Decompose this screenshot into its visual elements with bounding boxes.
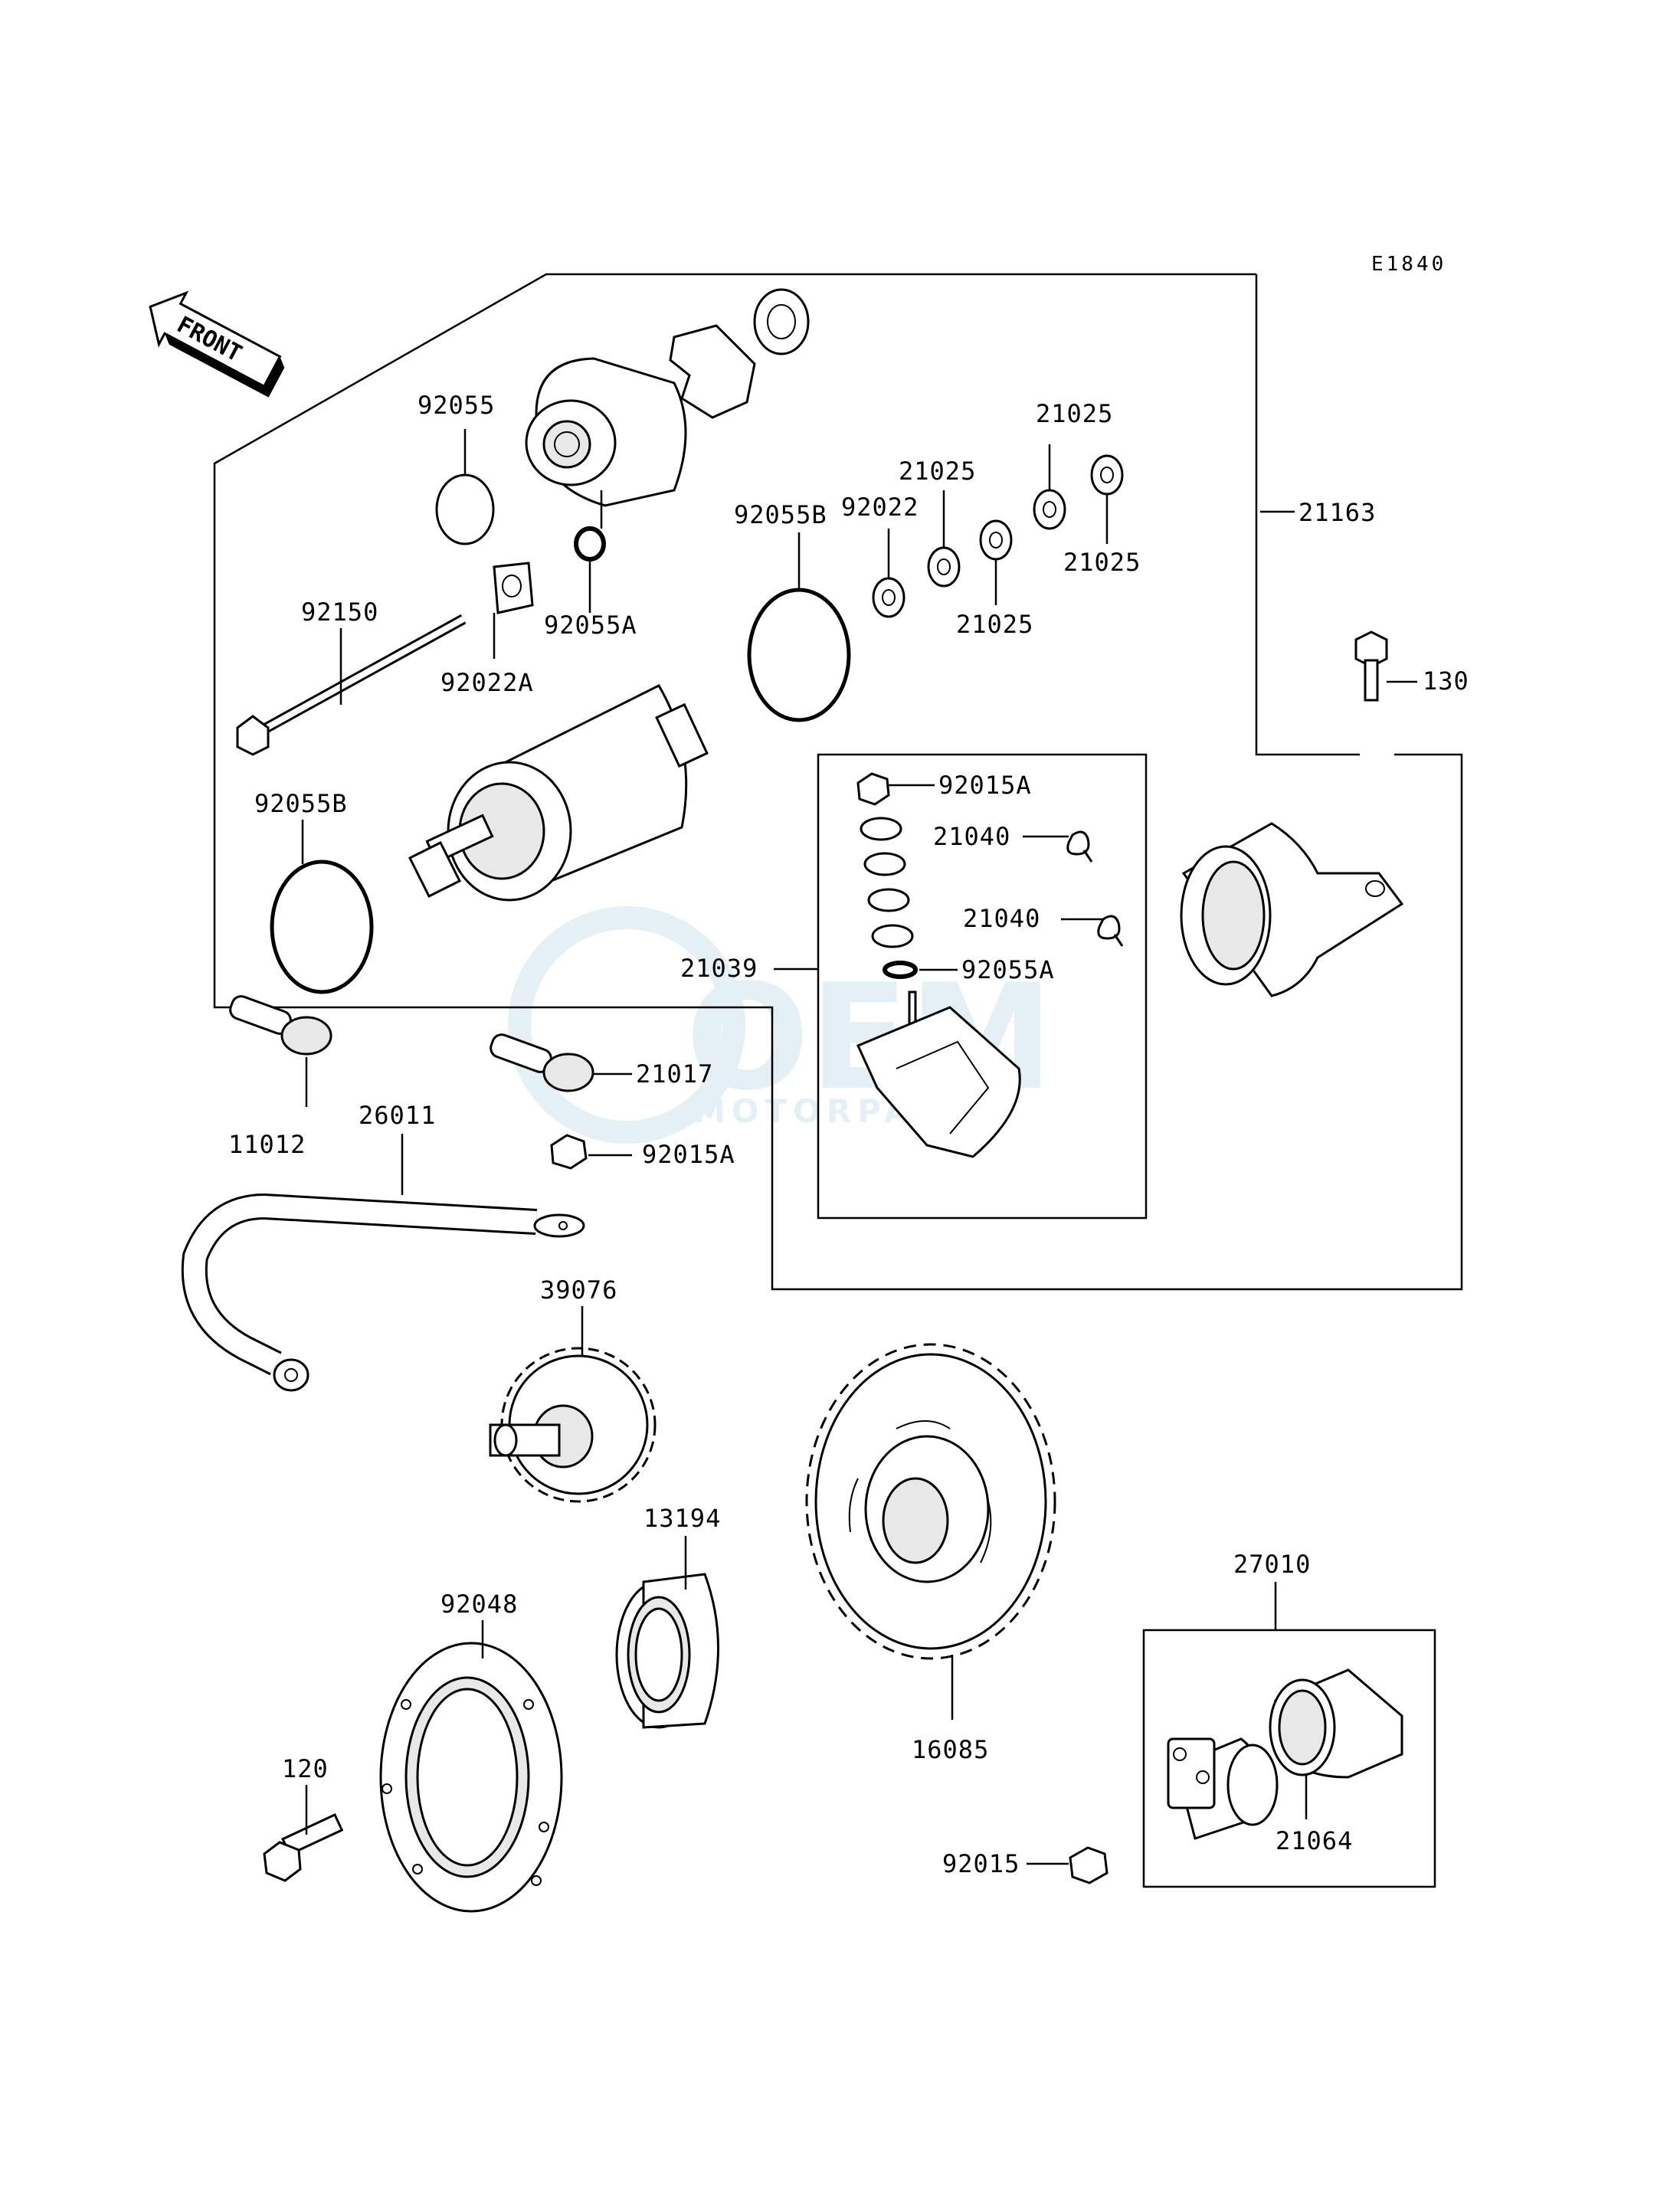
callout-26011: 26011	[359, 1101, 436, 1130]
callout-120: 120	[282, 1754, 329, 1783]
insulator-washer-2	[863, 852, 906, 876]
callout-21163: 21163	[1298, 498, 1376, 527]
shim-92022A	[493, 562, 534, 614]
nut-92015A-low	[550, 1134, 588, 1170]
starter-motor-body	[408, 684, 709, 902]
bolt-120	[263, 1813, 344, 1882]
nut-92015A-top	[856, 772, 890, 806]
terminal-cover-21017	[490, 1033, 594, 1092]
insulator-washer-4	[871, 924, 914, 948]
insulator-washer-1	[860, 817, 902, 841]
starter-motor-frame	[213, 273, 1463, 1291]
callout-21025-a: 21025	[899, 457, 976, 486]
washer-top-hole	[767, 304, 796, 339]
diagram-code: E1840	[1371, 253, 1446, 276]
relay-cover-21064	[1269, 1668, 1403, 1779]
one-way-clutch	[615, 1573, 719, 1729]
callout-21040-a: 21040	[933, 822, 1010, 851]
insulator-washer-3	[867, 888, 910, 912]
callout-13194: 13194	[644, 1504, 721, 1533]
shim-92022	[872, 577, 905, 618]
callout-92048: 92048	[440, 1590, 518, 1619]
starter-clutch-gear	[805, 1343, 1056, 1660]
callout-92055B-left: 92055B	[254, 789, 348, 818]
nut-92015	[1069, 1846, 1109, 1884]
watermark-globe-icon	[508, 906, 745, 1144]
callout-92015A-top: 92015A	[938, 771, 1032, 800]
starter-end-cover	[525, 357, 687, 507]
callout-21064: 21064	[1276, 1826, 1353, 1855]
washer-21025-3	[1033, 489, 1066, 530]
clutch-plate	[379, 1642, 563, 1913]
terminal-cover-11012	[229, 995, 332, 1056]
brush-plate	[856, 990, 1021, 1158]
callout-16085: 16085	[912, 1735, 989, 1764]
o-ring-92055	[435, 473, 495, 545]
callout-21025-c: 21025	[956, 610, 1033, 639]
lock-washer	[669, 324, 756, 419]
starter-frame-right-edge	[1255, 274, 1360, 756]
callout-11012: 11012	[228, 1130, 306, 1159]
o-ring-92055B-mid	[747, 588, 851, 722]
starter-relay	[1167, 1737, 1279, 1840]
callout-92055A-mid: 92055A	[961, 955, 1055, 984]
o-ring-92055A	[574, 526, 606, 562]
callout-92015: 92015	[942, 1849, 1020, 1878]
callout-92055: 92055	[418, 391, 495, 420]
relay-frame	[1142, 1629, 1436, 1888]
long-bolt-92150	[236, 614, 467, 756]
starter-cable	[181, 1193, 585, 1392]
callout-21017: 21017	[636, 1059, 713, 1089]
callout-92022: 92022	[841, 493, 919, 522]
callout-130: 130	[1423, 666, 1469, 696]
washer-top	[753, 288, 810, 355]
idler-gear	[489, 1347, 657, 1503]
front-arrow-icon: FRONT	[149, 290, 285, 398]
callout-39076: 39076	[540, 1275, 617, 1305]
washer-21025-4	[1090, 454, 1124, 496]
spring-21040-a	[1066, 830, 1093, 863]
callout-92055A-top: 92055A	[544, 611, 637, 640]
leader-lines	[301, 429, 1417, 1865]
o-ring-92055B-left	[270, 859, 374, 994]
callout-27010: 27010	[1233, 1550, 1311, 1579]
callout-21025-d: 21025	[1063, 548, 1141, 577]
washer-21025-2	[979, 519, 1013, 561]
callout-21025-b: 21025	[1036, 399, 1113, 428]
callout-92015A-low: 92015A	[642, 1140, 735, 1169]
callout-92150: 92150	[301, 598, 378, 627]
o-ring-92055A-mid	[883, 961, 918, 979]
front-housing	[1180, 822, 1404, 997]
spring-21040-b	[1097, 915, 1124, 947]
callout-92022A: 92022A	[440, 668, 534, 697]
callout-21040-b: 21040	[963, 904, 1040, 933]
bolt-130	[1354, 630, 1388, 702]
callout-92055B-mid: 92055B	[734, 500, 827, 529]
washer-21025-1	[927, 546, 961, 588]
brush-holder-frame	[817, 753, 1148, 1220]
callout-21039: 21039	[680, 954, 758, 983]
